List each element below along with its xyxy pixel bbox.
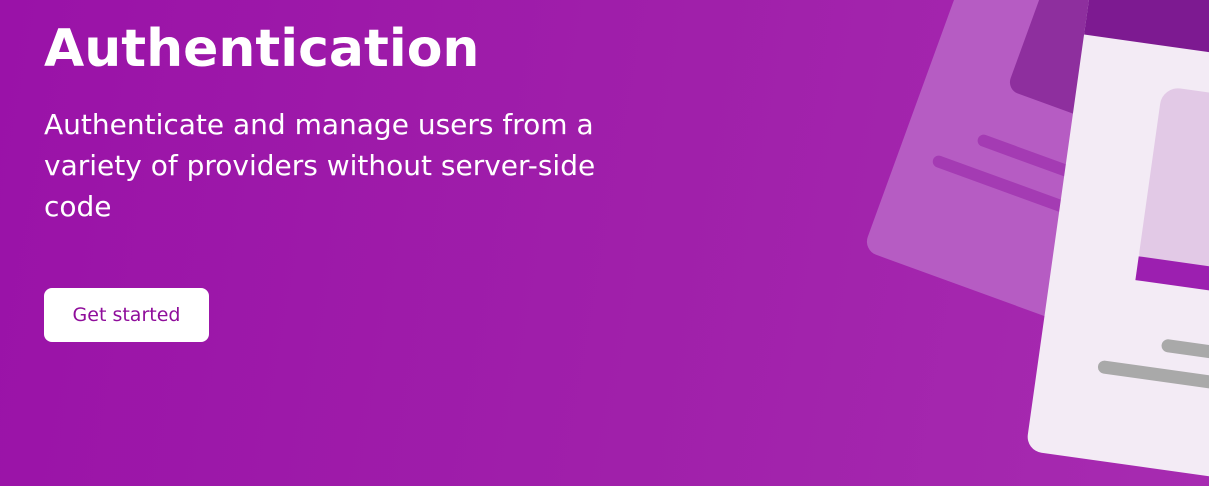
get-started-button[interactable]: Get started — [44, 288, 209, 342]
user-profile-cards-illustration — [840, 0, 1209, 486]
hero-subtitle: Authenticate and manage users from a var… — [44, 108, 596, 223]
front-card — [1027, 0, 1209, 485]
page-title: Authentication — [44, 19, 480, 79]
